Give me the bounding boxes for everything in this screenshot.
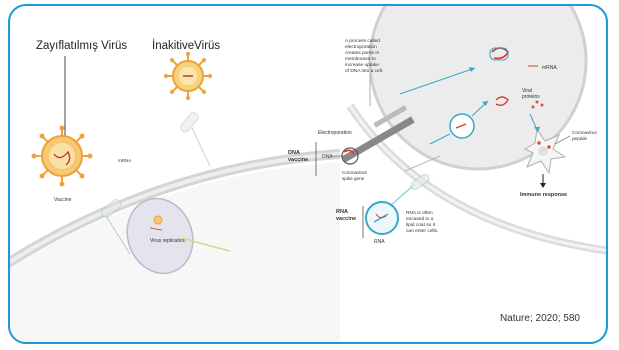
immune-response-label: Immune response <box>520 192 567 198</box>
viral-proteins-label: Viral proteins <box>522 88 540 100</box>
left-panel: Vaccine <box>10 52 341 342</box>
rna-vaccine-label: RNA vaccine <box>336 209 356 222</box>
vaccine-small-label: Vaccine <box>54 197 72 203</box>
plasmid-in-cell-icon <box>489 47 509 61</box>
mrna-label: mRNA <box>542 65 557 71</box>
nucleus-label: Virus replication <box>150 238 186 244</box>
inactivated-virus-label: İnakitiveVirüs <box>152 40 221 52</box>
vaccine-diagram: Vaccine <box>10 6 606 342</box>
inactivated-virus-icon <box>164 52 212 100</box>
faded-vesicle <box>101 112 199 218</box>
lipid-note: RNA is often encased in a lipid coat so … <box>406 210 438 234</box>
citation: Nature; 2020; 580 <box>499 313 580 324</box>
dna-vaccine-label: DNA vaccine <box>288 150 308 163</box>
svg-text:mRNA: mRNA <box>118 158 131 163</box>
attenuated-virus-icon <box>31 125 93 187</box>
slide-frame: Vaccine <box>8 4 608 344</box>
nucleus-oval <box>126 197 194 275</box>
attenuated-virus-label: Zayıflatılmış Virüs <box>36 40 128 52</box>
electroporation-note: A process called electroporation creates… <box>345 38 383 74</box>
right-panel: A process called electroporation creates… <box>288 6 606 255</box>
spike-gene-label: Coronavirus spike gene <box>342 170 368 181</box>
lipid-nanoparticle-icon <box>365 201 399 235</box>
peptide-label: Coronavirus peptide <box>572 130 598 141</box>
target-cell <box>368 6 588 171</box>
dna-plasmid-icon <box>341 147 359 165</box>
electroporation-device-icon <box>341 105 415 163</box>
dna-label: DNA <box>322 154 333 160</box>
rna-label: RNA <box>374 239 385 245</box>
electroporation-label: Electroporation <box>318 130 352 136</box>
